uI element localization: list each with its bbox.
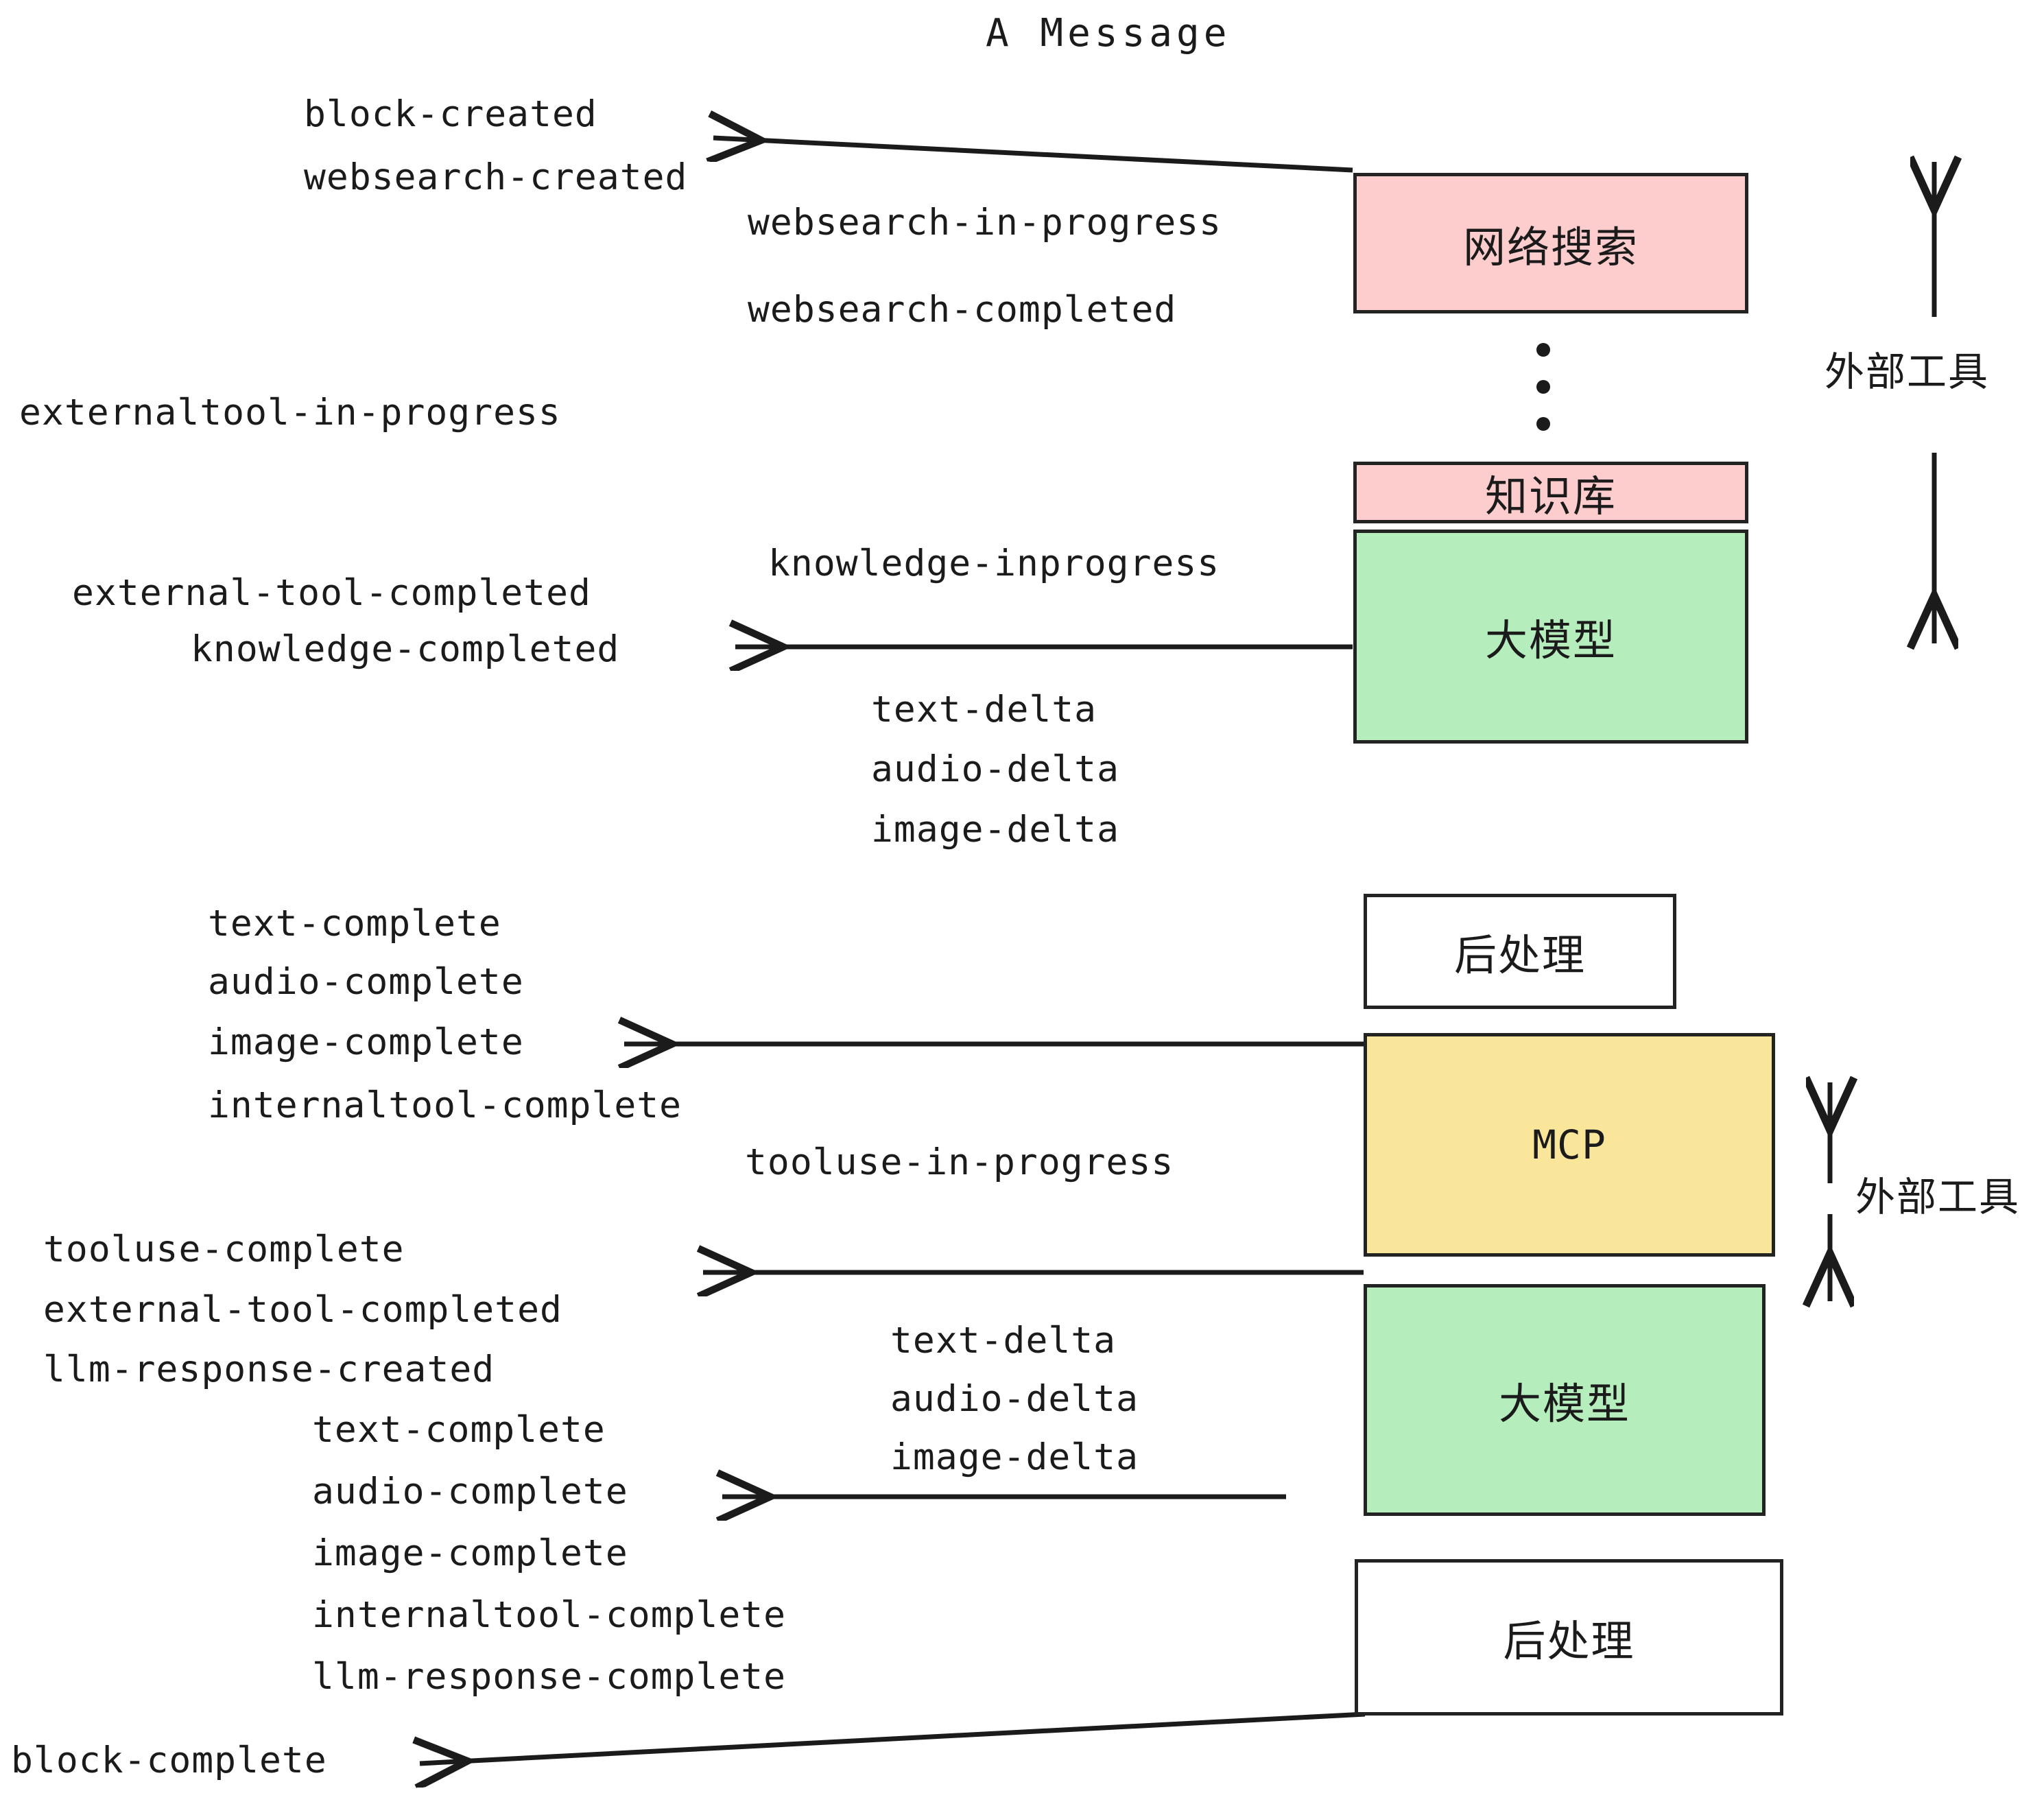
event-text-complete-1: text-complete [208, 903, 501, 945]
event-external-tool-completed-1: external-tool-completed [72, 572, 591, 614]
node-websearch-label: 网络搜索 [1462, 222, 1639, 272]
node-postprocess-top[interactable]: 后处理 [1364, 894, 1676, 1009]
event-websearch-created: websearch-created [304, 156, 688, 198]
group-label-external-tools-bottom: 外部工具 [1855, 1174, 2021, 1220]
node-postprocess-bottom-label: 后处理 [1503, 1616, 1635, 1666]
event-external-tool-completed-2: external-tool-completed [43, 1289, 562, 1331]
event-tooluse-in-progress: tooluse-in-progress [745, 1141, 1174, 1183]
event-tooluse-complete: tooluse-complete [43, 1229, 405, 1270]
vertical-ellipsis-icon [1536, 343, 1550, 454]
event-knowledge-inprogress: knowledge-inprogress [768, 543, 1220, 584]
node-llm-bottom-label: 大模型 [1498, 1379, 1630, 1429]
event-image-complete-2: image-complete [312, 1532, 628, 1574]
event-knowledge-completed: knowledge-completed [191, 628, 620, 670]
node-mcp[interactable]: MCP [1364, 1033, 1775, 1257]
group-label-external-tools-top: 外部工具 [1825, 348, 1990, 395]
node-knowledge-base[interactable]: 知识库 [1353, 462, 1748, 523]
event-llm-response-complete: llm-response-complete [312, 1656, 787, 1698]
node-websearch[interactable]: 网络搜索 [1353, 173, 1748, 313]
node-postprocess-top-label: 后处理 [1453, 930, 1586, 980]
event-websearch-completed: websearch-completed [748, 289, 1177, 331]
event-audio-delta-2: audio-delta [890, 1378, 1139, 1420]
event-image-complete-1: image-complete [208, 1021, 524, 1063]
node-knowledge-base-label: 知识库 [1484, 471, 1617, 521]
event-image-delta-1: image-delta [871, 809, 1119, 851]
event-text-delta-2: text-delta [890, 1320, 1117, 1362]
event-llm-response-created: llm-response-created [43, 1349, 495, 1390]
diagram-title: A Message [986, 11, 1231, 56]
node-postprocess-bottom[interactable]: 后处理 [1355, 1559, 1783, 1716]
event-audio-complete-1: audio-complete [208, 961, 524, 1003]
event-text-complete-2: text-complete [312, 1409, 606, 1451]
arrow-websearch-to-block-created [713, 138, 1353, 173]
event-audio-delta-1: audio-delta [871, 748, 1119, 790]
node-llm-top-label: 大模型 [1484, 615, 1617, 665]
node-llm-top[interactable]: 大模型 [1353, 530, 1748, 744]
event-block-created: block-created [304, 93, 597, 135]
arrow-post-to-block-complete [420, 1711, 1366, 1764]
event-externaltool-in-progress: externaltool-in-progress [19, 392, 561, 434]
event-text-delta-1: text-delta [871, 689, 1097, 731]
event-websearch-in-progress: websearch-in-progress [748, 202, 1222, 244]
event-block-complete: block-complete [11, 1740, 327, 1781]
event-audio-complete-2: audio-complete [312, 1471, 628, 1512]
event-internaltool-complete-2: internaltool-complete [312, 1594, 787, 1636]
event-internaltool-complete-1: internaltool-complete [208, 1084, 682, 1126]
event-image-delta-2: image-delta [890, 1436, 1139, 1478]
node-mcp-label: MCP [1532, 1121, 1606, 1168]
node-llm-bottom[interactable]: 大模型 [1364, 1284, 1766, 1516]
